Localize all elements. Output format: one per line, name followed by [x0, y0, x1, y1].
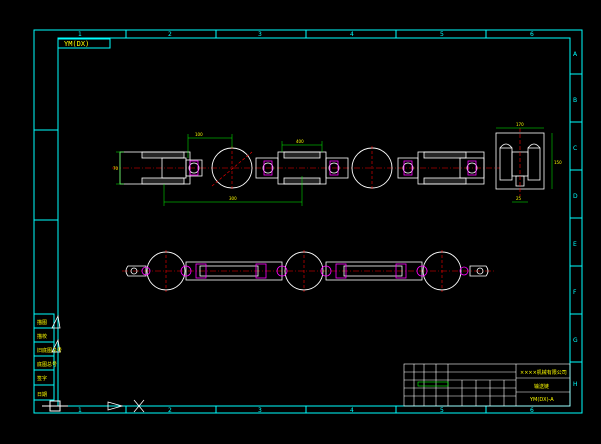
right-zone-b: B [573, 97, 577, 104]
left-label-2: 描校 [37, 333, 47, 340]
left-arrows [51, 314, 145, 413]
left-signature-panel [33, 313, 55, 401]
left-label-6: 日期 [37, 392, 47, 398]
dim-left-height: 70 [113, 166, 119, 171]
right-zone-h: H [573, 381, 578, 388]
title-company: ××××机械有限公司 [520, 369, 567, 376]
bottom-zone-6: 6 [530, 407, 534, 414]
bottom-arrow-icon [107, 401, 124, 411]
zone-labels: 1 2 3 4 5 6 1 2 3 4 5 6 A B C D E F G H [78, 31, 578, 414]
chain-top-view: 100 400 300 70 [112, 132, 500, 206]
right-zone-f: F [573, 289, 577, 296]
left-label-4: 底图总号 [37, 361, 57, 368]
dim-pitch-top: 100 [195, 132, 203, 137]
top-zone-5: 5 [440, 31, 444, 38]
left-label-3: 旧底图总号 [37, 347, 62, 354]
dim-side-width: 170 [516, 122, 524, 127]
right-zone-a: A [573, 51, 578, 58]
top-zone-4: 4 [350, 31, 354, 38]
title-block [403, 363, 571, 407]
sheet-frame [33, 29, 583, 414]
outer-border [33, 29, 583, 414]
chain-front-view [122, 250, 494, 292]
title-tag-text: YM(DX) [64, 40, 89, 48]
title-drawing-no: YM(DX)-A [529, 397, 554, 403]
left-label-1: 描图 [37, 319, 47, 326]
dim-side-bottom: 25 [516, 196, 522, 201]
inner-border [57, 37, 571, 407]
bottom-zone-5: 5 [440, 407, 444, 414]
bottom-zone-3: 3 [258, 407, 262, 414]
dim-overall: 300 [229, 196, 237, 201]
dim-pitch-mid: 400 [296, 139, 304, 144]
chain-side-view: 170 150 25 [495, 122, 562, 203]
top-zone-1: 1 [78, 31, 82, 38]
right-zone-d: D [573, 193, 578, 200]
title-tag: YM(DX) [57, 38, 111, 49]
bottom-zone-1: 1 [78, 407, 82, 414]
bottom-zone-2: 2 [168, 407, 172, 414]
left-label-5: 签字 [37, 375, 47, 382]
left-panel-labels: 描图 描校 旧底图总号 底图总号 签字 日期 [37, 319, 62, 398]
right-zone-e: E [573, 241, 577, 248]
top-zone-6: 6 [530, 31, 534, 38]
dim-side-height: 150 [554, 160, 562, 165]
top-zone-3: 3 [258, 31, 262, 38]
top-zone-2: 2 [168, 31, 172, 38]
bottom-zone-4: 4 [350, 407, 354, 414]
right-zone-g: G [573, 337, 578, 344]
right-zone-c: C [573, 145, 577, 152]
title-part-name: 输送链 [534, 383, 549, 390]
